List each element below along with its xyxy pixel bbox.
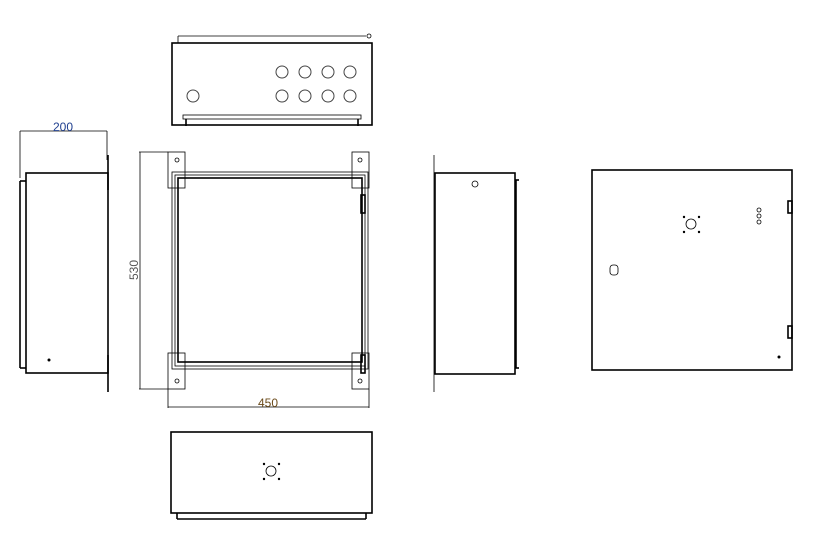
right-side-view (433, 155, 519, 392)
height-dimension: 530 (127, 260, 141, 280)
depth-dimension: 200 (53, 120, 73, 134)
front-view: 530 450 (127, 151, 370, 410)
left-side-view: 200 (19, 120, 109, 392)
bottom-view (170, 431, 373, 520)
back-view (591, 169, 793, 371)
top-view (171, 33, 373, 126)
cable-gland-holes (186, 65, 357, 103)
width-dimension: 450 (258, 396, 278, 410)
